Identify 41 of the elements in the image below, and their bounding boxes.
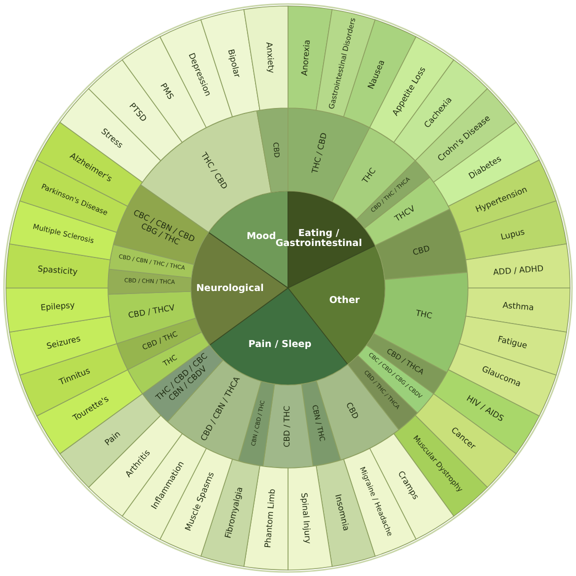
condition-segment [243,465,288,570]
cannabinoid-label: CBD / THCV [128,304,176,320]
cannabinoid-label: CBC / CBN / CBD CBG / THC [130,207,198,248]
condition-label: Insomnia [333,493,350,532]
condition-label: Fatigue [497,334,528,350]
condition-segment [414,88,517,183]
condition-label: Anorexia [300,39,312,76]
condition-segment [465,243,570,288]
condition-label: Spinal Injury [300,492,312,544]
condition-label: Pain [103,429,122,447]
condition-label: ADD / ADHD [492,264,544,276]
condition-label: Bipolar [226,48,242,78]
condition-segment [59,88,162,183]
cannabinoid-segment [256,108,288,193]
condition-label: Anxiety [264,42,276,74]
condition-segment [6,288,111,332]
condition-label: Phantom Limb [263,488,276,548]
cannabinoid-segment [112,184,209,265]
cannabinoid-segment [332,127,416,220]
condition-segment [6,243,111,288]
cannabinoid-label: CBD [412,244,431,258]
cannabinoid-label: CBD [344,401,360,420]
condition-label: Lupus [500,227,526,242]
cannabinoid-segment [301,380,342,467]
condition-label: Spasticity [37,264,78,276]
condition-label: Seizures [46,334,82,350]
category-label: Neurological [196,284,264,294]
condition-segment [316,458,376,567]
cannabinoid-segment [262,384,314,468]
condition-segment [243,6,288,111]
condition-segment [288,465,332,570]
cannabinoid-label: THC [414,310,433,322]
category-label: Mood [246,232,276,242]
category-label: Pain / Sleep [248,340,312,350]
condition-label: HIV / AIDS [464,394,505,424]
condition-segment [465,288,570,332]
condition-label: Asthma [502,300,534,312]
cannabinoid-label: CBD / THC [284,406,292,448]
cannabinoid-label: THC / CBD [311,132,330,174]
category-label: Other [329,296,360,306]
condition-label: Epilepsy [40,300,76,312]
